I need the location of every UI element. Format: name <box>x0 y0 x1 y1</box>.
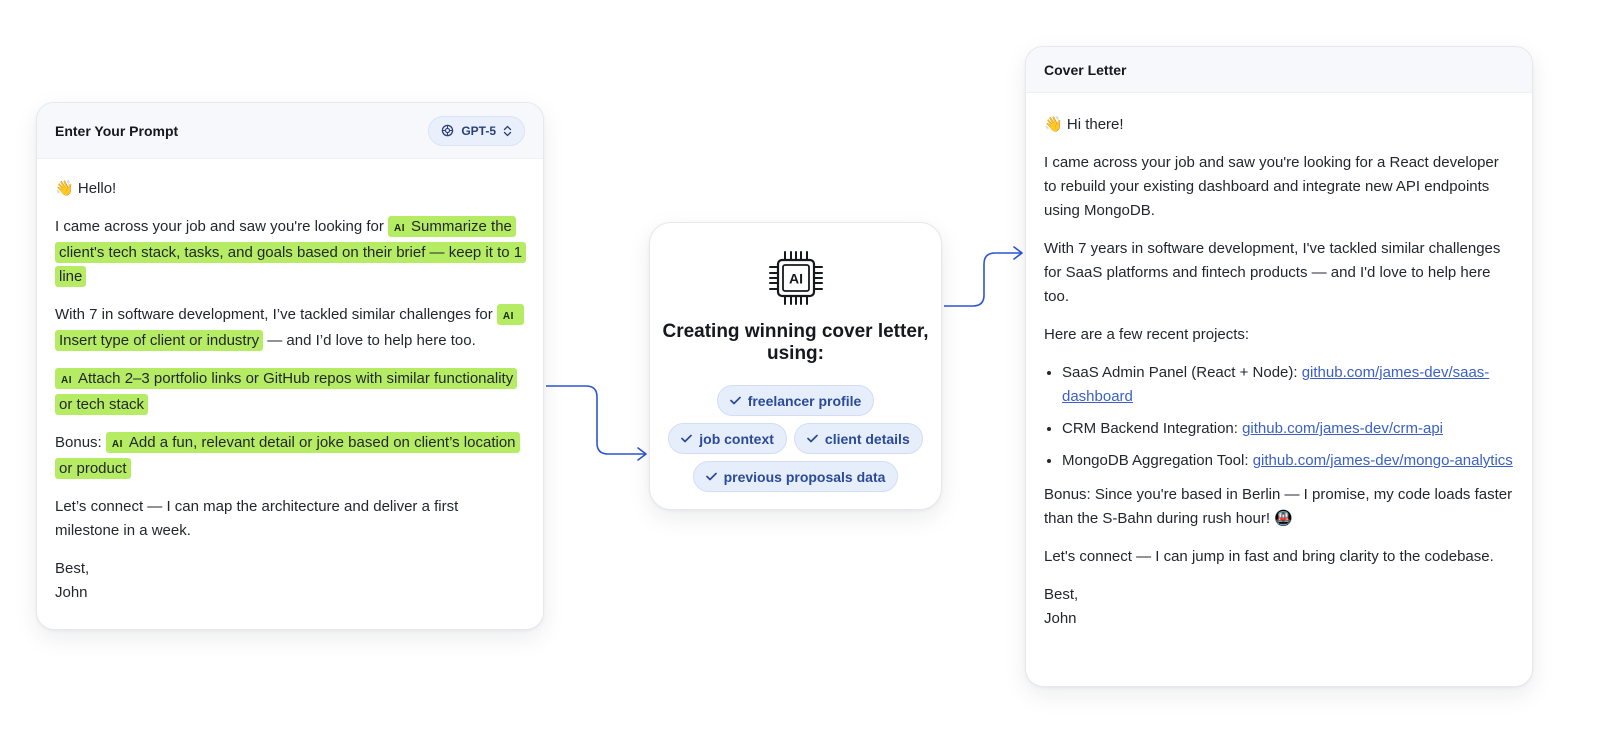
ai-chip-icon: AI <box>768 251 823 305</box>
letter-greeting: 👋 Hi there! <box>1044 116 1124 133</box>
cover-letter-title: Cover Letter <box>1044 61 1127 78</box>
check-icon <box>729 396 741 405</box>
prompt-card: Enter Your Prompt GPT-5 👋 Hello! I came … <box>36 102 544 630</box>
check-icon <box>705 472 717 481</box>
model-selector-value: GPT-5 <box>461 123 496 138</box>
prompt-paragraph-5: Let’s connect — I can map the architectu… <box>55 498 459 539</box>
prompt-greeting: 👋 Hello! <box>55 180 117 197</box>
letter-paragraph-5: Let's connect — I can jump in fast and b… <box>1044 548 1494 565</box>
letter-paragraph-3: Here are a few recent projects: <box>1044 326 1250 343</box>
chip-freelancer-profile: freelancer profile <box>716 385 875 416</box>
list-item: MongoDB Aggregation Tool: github.com/jam… <box>1062 449 1514 473</box>
check-icon <box>681 434 693 443</box>
project-link[interactable]: github.com/james-dev/crm-api <box>1242 420 1443 437</box>
openai-icon <box>442 124 454 137</box>
list-item: CRM Backend Integration: github.com/jame… <box>1062 417 1514 441</box>
model-selector[interactable]: GPT-5 <box>428 115 525 146</box>
letter-paragraph-1: I came across your job and saw you're lo… <box>1044 154 1499 219</box>
generation-title: Creating winning cover letter, using: <box>662 321 929 364</box>
ai-badge: AI <box>394 223 406 234</box>
cover-letter-header: Cover Letter <box>1026 47 1532 93</box>
prompt-editor[interactable]: 👋 Hello! I came across your job and saw … <box>37 159 543 629</box>
ai-badge: AI <box>111 439 123 450</box>
wave-emoji: 👋 <box>1044 116 1063 133</box>
context-chips: freelancer profile job context client de… <box>668 385 923 492</box>
chip-previous-proposals-data: previous proposals data <box>692 461 899 492</box>
wave-emoji: 👋 <box>55 180 74 197</box>
cover-letter-body[interactable]: 👋 Hi there! I came across your job and s… <box>1026 93 1532 663</box>
project-link[interactable]: github.com/james-dev/saas-dashboard <box>1062 364 1490 405</box>
project-link[interactable]: github.com/james-dev/mongo-analytics <box>1252 452 1513 469</box>
project-list: SaaS Admin Panel (React + Node): github.… <box>1044 361 1514 473</box>
prompt-card-title: Enter Your Prompt <box>55 122 179 139</box>
generation-card: AI Creating winning cover letter, using:… <box>649 222 942 510</box>
ai-badge: AI <box>502 311 514 322</box>
chip-job-context: job context <box>668 423 787 454</box>
ai-chip-label: AI <box>789 271 803 287</box>
cover-letter-card: Cover Letter 👋 Hi there! I came across y… <box>1025 46 1533 687</box>
prompt-paragraph-2: With 7 in software development, I’ve tac… <box>55 303 525 353</box>
letter-paragraph-2: With 7 years in software development, I'… <box>1044 240 1501 305</box>
chevron-up-down-icon <box>503 125 512 136</box>
connector-middle-to-letter <box>944 252 1022 307</box>
list-item: SaaS Admin Panel (React + Node): github.… <box>1062 361 1514 409</box>
connector-prompt-to-middle <box>546 385 646 455</box>
prompt-signature: Best, John <box>55 560 90 601</box>
check-icon <box>807 434 818 443</box>
prompt-card-header: Enter Your Prompt GPT-5 <box>37 103 543 159</box>
prompt-paragraph-1: I came across your job and saw you're lo… <box>55 215 527 289</box>
letter-signature: Best, John <box>1044 586 1079 627</box>
letter-paragraph-4: Bonus: Since you're based in Berlin — I … <box>1044 486 1513 527</box>
chip-client-details: client details <box>793 423 923 454</box>
ai-badge: AI <box>61 375 72 386</box>
